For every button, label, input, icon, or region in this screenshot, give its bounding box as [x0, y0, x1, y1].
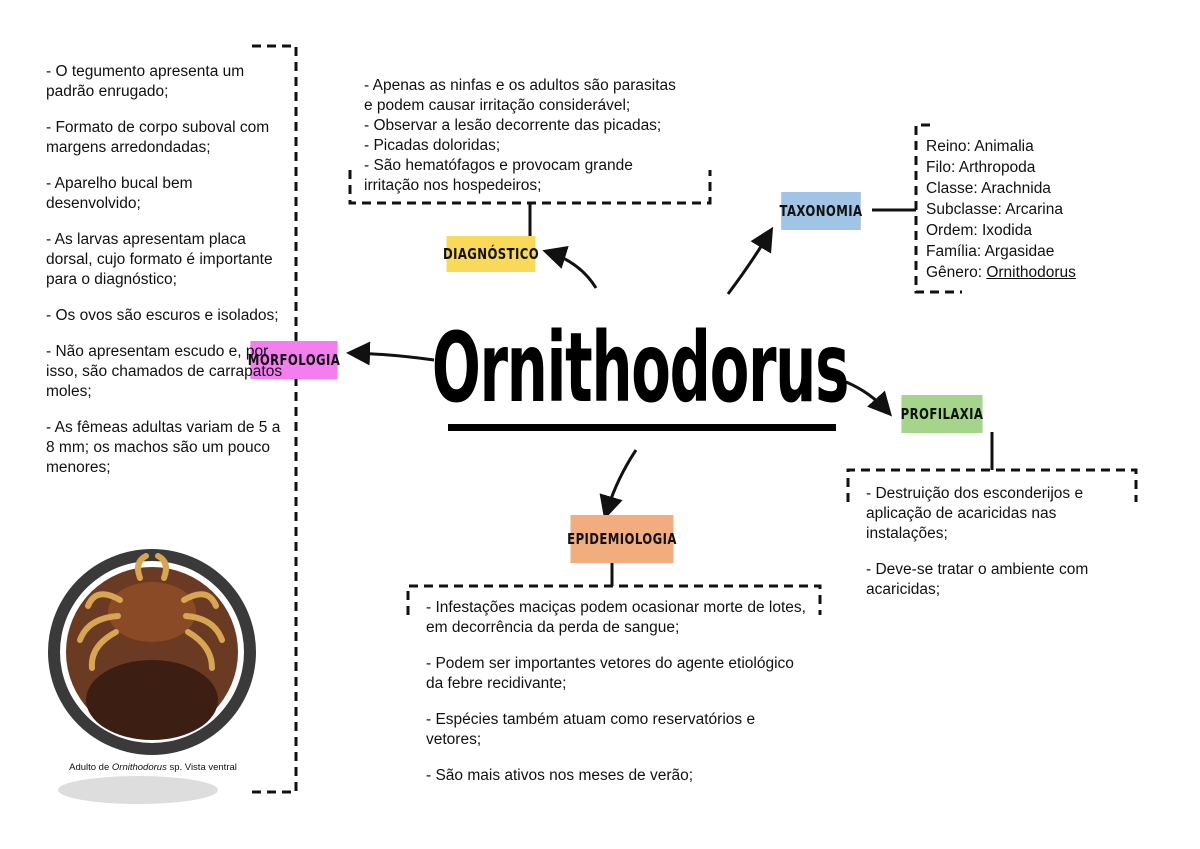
- caption-genus: Ornithodorus: [111, 762, 167, 773]
- morfologia-item: - Aparelho bucal bem desenvolvido;: [46, 175, 193, 212]
- taxonomia-genero-prefix: Gênero:: [926, 264, 987, 281]
- profilaxia-item: - Deve-se tratar o ambiente com acaricid…: [866, 561, 1089, 598]
- label-diagnostico: DIAGNÓSTICO: [443, 236, 539, 272]
- morfologia-item: - As fêmeas adultas variam de 5 a 8 mm; …: [46, 419, 281, 476]
- taxonomia-reino: Reino: Animalia: [926, 138, 1034, 155]
- label-taxonomia-text: TAXONOMIA: [779, 202, 863, 220]
- caption-prefix: Adulto de: [69, 762, 112, 773]
- label-profilaxia-text: PROFILAXIA: [900, 405, 984, 423]
- label-morfologia-text: MORFOLOGIA: [247, 351, 341, 369]
- arrow-to-profilaxia: [845, 380, 893, 417]
- arrow-to-epidemiologia: [599, 449, 638, 520]
- arrow-to-morfologia: [346, 341, 435, 366]
- morfologia-text: - O tegumento apresenta um padrão enruga…: [46, 62, 288, 478]
- taxonomia-ordem: Ordem: Ixodida: [926, 222, 1032, 239]
- taxonomia-familia: Família: Argasidae: [926, 243, 1055, 260]
- label-taxonomia: TAXONOMIA: [779, 192, 863, 230]
- epidemiologia-item: - Infestações maciças podem ocasionar mo…: [426, 599, 806, 636]
- epidemiologia-item: - São mais ativos nos meses de verão;: [426, 767, 694, 784]
- arrow-to-taxonomia: [726, 226, 774, 295]
- label-diagnostico-text: DIAGNÓSTICO: [442, 245, 540, 263]
- diagnostico-line: e podem causar irritação considerável;: [364, 97, 631, 114]
- diagnostico-line: - São hematófagos e provocam grande: [364, 157, 633, 174]
- label-profilaxia: PROFILAXIA: [900, 395, 984, 433]
- taxonomia-filo: Filo: Arthropoda: [926, 159, 1036, 176]
- diagnostico-line: - Picadas doloridas;: [364, 137, 501, 154]
- title-underline: [448, 424, 836, 431]
- epidemiologia-item: - Podem ser importantes vetores do agent…: [426, 655, 794, 692]
- morfologia-item: - Os ovos são escuros e isolados;: [46, 307, 279, 324]
- epidemiologia-item: - Espécies também atuam como reservatóri…: [426, 711, 756, 748]
- morfologia-item: - Formato de corpo suboval com margens a…: [46, 119, 270, 156]
- profilaxia-bracket: [846, 468, 1138, 502]
- label-epidemiologia: EPIDEMIOLOGIA: [567, 515, 676, 563]
- label-morfologia: MORFOLOGIA: [247, 341, 341, 379]
- taxonomia-genero-name: Ornithodorus: [986, 264, 1076, 281]
- diagnostico-text: - Apenas as ninfas e os adultos são para…: [364, 76, 724, 196]
- morfologia-item: - O tegumento apresenta um padrão enruga…: [46, 63, 245, 100]
- taxonomia-text: Reino: Animalia Filo: Arthropoda Classe:…: [926, 136, 1126, 283]
- main-title: Ornithodorus: [431, 311, 850, 424]
- diagnostico-line: irritação nos hospedeiros;: [364, 177, 542, 194]
- tick-specimen-image: [48, 549, 256, 804]
- taxonomia-classe: Classe: Arachnida: [926, 180, 1051, 197]
- taxonomia-subclasse: Subclasse: Arcarina: [926, 201, 1063, 218]
- taxonomia-genero: Gênero: Ornithodorus: [926, 262, 1126, 283]
- morfologia-item: - As larvas apresentam placa dorsal, cuj…: [46, 231, 273, 288]
- morfologia-bracket: [252, 44, 298, 794]
- diagnostico-line: - Observar a lesão decorrente das picada…: [364, 117, 662, 134]
- caption-suffix: sp. Vista ventral: [166, 762, 237, 773]
- profilaxia-text: - Destruição dos esconderijos e aplicaçã…: [866, 484, 1126, 600]
- profilaxia-item: - Destruição dos esconderijos e aplicaçã…: [866, 485, 1084, 542]
- morfologia-item: - Não apresentam escudo e, por isso, são…: [46, 343, 283, 400]
- epidemiologia-bracket: [406, 584, 822, 615]
- image-caption: Adulto de Ornithodorus sp. Vista ventral: [46, 762, 260, 773]
- epidemiologia-text: - Infestações maciças podem ocasionar mo…: [426, 598, 812, 786]
- arrow-to-diagnostico: [542, 245, 598, 289]
- label-epidemiologia-text: EPIDEMIOLOGIA: [567, 530, 677, 548]
- diagnostico-line: - Apenas as ninfas e os adultos são para…: [364, 77, 676, 94]
